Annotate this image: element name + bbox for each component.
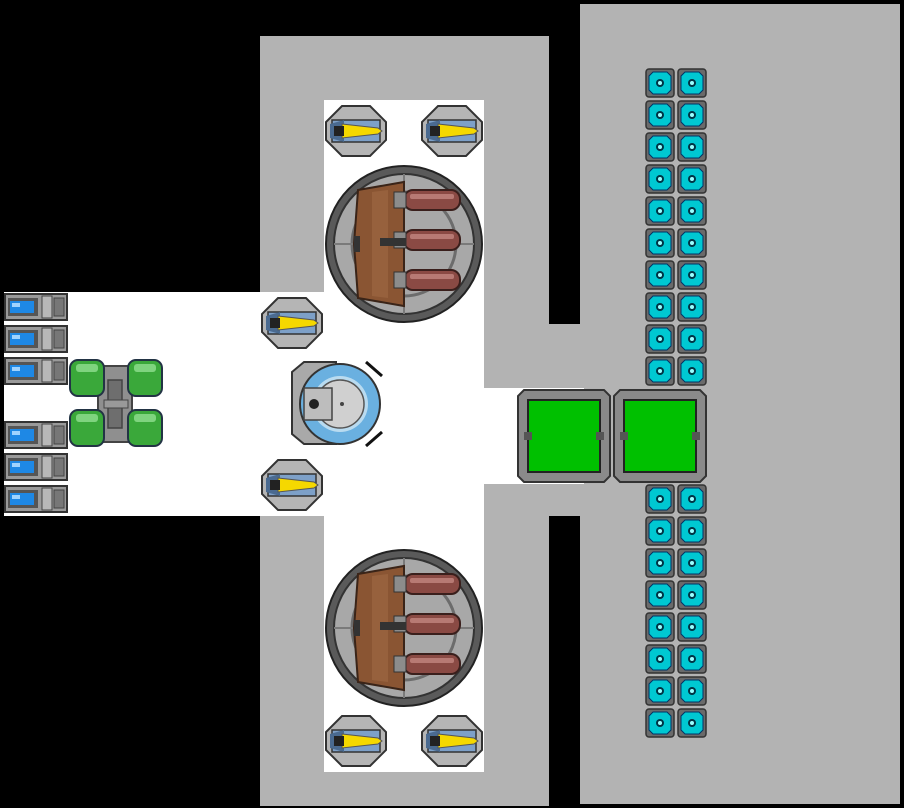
battery-cell-icon[interactable] xyxy=(645,68,675,98)
battery-cell-icon[interactable] xyxy=(645,196,675,226)
battery-cell-icon[interactable] xyxy=(677,644,707,674)
battery-cell-icon[interactable] xyxy=(677,356,707,386)
laser-gun-icon[interactable] xyxy=(420,712,484,768)
thruster-icon[interactable] xyxy=(4,452,68,481)
battery-cell-icon[interactable] xyxy=(645,516,675,546)
battery-cell-icon[interactable] xyxy=(677,484,707,514)
laser-gun-icon[interactable] xyxy=(260,294,324,350)
battery-cell-icon[interactable] xyxy=(645,548,675,578)
battery-cell-icon[interactable] xyxy=(645,644,675,674)
battery-cell-icon[interactable] xyxy=(677,292,707,322)
thruster-icon[interactable] xyxy=(4,324,68,353)
battery-cell-icon[interactable] xyxy=(677,132,707,162)
laser-gun-icon[interactable] xyxy=(324,712,388,768)
triple-cannon-turret-icon[interactable] xyxy=(324,164,484,324)
laser-gun-icon[interactable] xyxy=(324,102,388,158)
battery-cell-icon[interactable] xyxy=(645,676,675,706)
battery-cell-icon[interactable] xyxy=(645,164,675,194)
battery-cell-icon[interactable] xyxy=(645,484,675,514)
battery-cell-icon[interactable] xyxy=(677,676,707,706)
battery-cell-icon[interactable] xyxy=(677,196,707,226)
cargo-crate-icon[interactable] xyxy=(612,388,708,484)
battery-cell-icon[interactable] xyxy=(677,100,707,130)
battery-cell-icon[interactable] xyxy=(645,612,675,642)
battery-cell-icon[interactable] xyxy=(677,260,707,290)
battery-cell-icon[interactable] xyxy=(645,132,675,162)
battery-cell-icon[interactable] xyxy=(645,292,675,322)
battery-cell-icon[interactable] xyxy=(645,228,675,258)
battery-cell-icon[interactable] xyxy=(645,356,675,386)
command-core-icon[interactable] xyxy=(290,358,390,450)
cargo-crate-icon[interactable] xyxy=(516,388,612,484)
thruster-icon[interactable] xyxy=(4,420,68,449)
battery-cell-icon[interactable] xyxy=(677,164,707,194)
interior-central-corridor xyxy=(4,292,484,516)
thruster-icon[interactable] xyxy=(4,356,68,385)
battery-cell-icon[interactable] xyxy=(677,548,707,578)
battery-cell-icon[interactable] xyxy=(677,324,707,354)
laser-gun-icon[interactable] xyxy=(260,456,324,512)
battery-cell-icon[interactable] xyxy=(677,228,707,258)
laser-gun-icon[interactable] xyxy=(420,102,484,158)
battery-cell-icon[interactable] xyxy=(645,580,675,610)
battery-cell-icon[interactable] xyxy=(677,708,707,738)
battery-cell-icon[interactable] xyxy=(677,68,707,98)
battery-cell-icon[interactable] xyxy=(645,260,675,290)
reactor-icon[interactable] xyxy=(68,356,164,452)
thruster-icon[interactable] xyxy=(4,292,68,321)
battery-cell-icon[interactable] xyxy=(645,708,675,738)
battery-cell-icon[interactable] xyxy=(677,580,707,610)
battery-cell-icon[interactable] xyxy=(645,324,675,354)
battery-cell-icon[interactable] xyxy=(677,516,707,546)
triple-cannon-turret-icon[interactable] xyxy=(324,548,484,708)
thruster-icon[interactable] xyxy=(4,484,68,513)
battery-cell-icon[interactable] xyxy=(677,612,707,642)
battery-cell-icon[interactable] xyxy=(645,100,675,130)
